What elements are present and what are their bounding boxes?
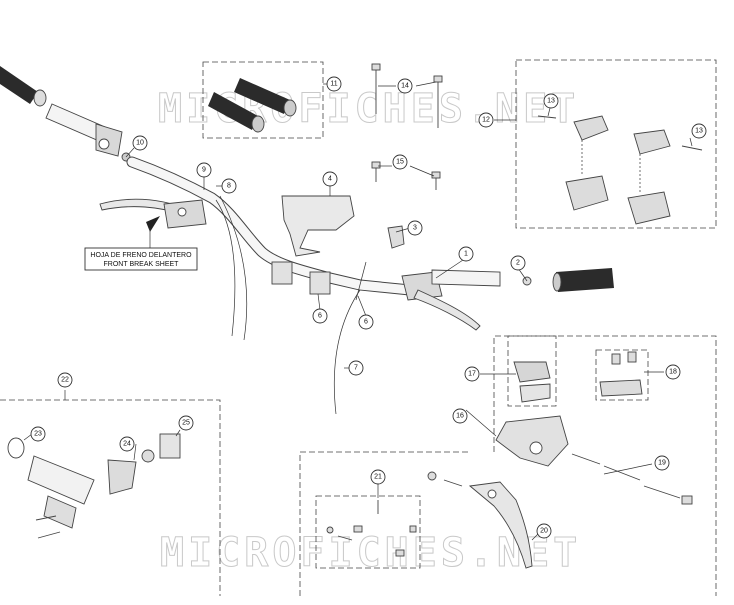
callout-25: 25 bbox=[178, 415, 194, 431]
svg-text:15: 15 bbox=[396, 159, 404, 166]
callout-leaders bbox=[23, 81, 693, 541]
svg-text:16: 16 bbox=[456, 413, 464, 420]
callout-2: 2 bbox=[510, 255, 526, 271]
callout-9: 9 bbox=[196, 162, 212, 178]
note-box: HOJA DE FRENO DELANTERO FRONT BREAK SHEE… bbox=[84, 247, 198, 271]
svg-text:13: 13 bbox=[695, 128, 703, 135]
group-box-16-left bbox=[299, 451, 470, 596]
svg-text:9: 9 bbox=[202, 167, 206, 174]
callout-23: 23 bbox=[30, 426, 46, 442]
group-box-17 bbox=[507, 335, 557, 407]
cable-stub bbox=[355, 261, 367, 301]
group-box-11 bbox=[202, 61, 324, 139]
callout-20: 20 bbox=[536, 523, 552, 539]
cable-left-2 bbox=[219, 195, 248, 341]
svg-text:20: 20 bbox=[540, 528, 548, 535]
callout-10: 10 bbox=[132, 135, 148, 151]
callout-3: 3 bbox=[407, 220, 423, 236]
group-box-16-right bbox=[493, 335, 717, 596]
svg-text:13: 13 bbox=[547, 98, 555, 105]
svg-text:2: 2 bbox=[516, 260, 520, 267]
svg-text:6: 6 bbox=[364, 319, 368, 326]
part-4-bracket bbox=[281, 195, 355, 257]
part-19-piston bbox=[571, 453, 693, 505]
note-arrow bbox=[146, 216, 160, 232]
left-grip-assembly bbox=[0, 66, 131, 162]
watermark-bottom: MICROFICHES.NET bbox=[160, 530, 581, 576]
note-line-2: FRONT BREAK SHEET bbox=[104, 261, 180, 268]
svg-text:14: 14 bbox=[401, 83, 409, 90]
part-3-switch bbox=[387, 225, 405, 249]
svg-text:8: 8 bbox=[227, 183, 231, 190]
svg-text:17: 17 bbox=[468, 371, 476, 378]
part-14-bolts bbox=[371, 63, 443, 128]
part-18-caps bbox=[599, 351, 643, 397]
callout-12: 12 bbox=[478, 112, 494, 128]
group-box-18 bbox=[595, 349, 649, 401]
svg-text:4: 4 bbox=[328, 176, 332, 183]
part-16-master-cylinder bbox=[495, 361, 569, 467]
throttle-assembly bbox=[7, 433, 181, 539]
callout-6b: 6 bbox=[358, 314, 374, 330]
left-brake-lever bbox=[99, 198, 207, 229]
note-line-1: HOJA DE FRENO DELANTERO bbox=[90, 252, 192, 259]
svg-text:1: 1 bbox=[464, 251, 468, 258]
callout-15: 15 bbox=[392, 154, 408, 170]
callout-11: 11 bbox=[326, 76, 342, 92]
handlebar bbox=[126, 156, 416, 296]
right-brake-master bbox=[401, 268, 614, 331]
callout-21: 21 bbox=[370, 469, 386, 485]
part-11-grips bbox=[208, 78, 297, 133]
callout-8: 8 bbox=[221, 178, 237, 194]
svg-text:24: 24 bbox=[123, 441, 131, 448]
callout-22: 22 bbox=[57, 372, 73, 388]
cable-center bbox=[333, 289, 361, 415]
svg-text:12: 12 bbox=[482, 117, 490, 124]
callout-13b: 13 bbox=[691, 123, 707, 139]
callout-18: 18 bbox=[665, 364, 681, 380]
part-21-hardware bbox=[326, 471, 463, 557]
part-12-clamps bbox=[537, 115, 703, 225]
svg-text:6: 6 bbox=[318, 313, 322, 320]
svg-text:3: 3 bbox=[413, 225, 417, 232]
callout-6a: 6 bbox=[312, 308, 328, 324]
svg-text:7: 7 bbox=[354, 365, 358, 372]
svg-text:25: 25 bbox=[182, 420, 190, 427]
svg-text:19: 19 bbox=[658, 460, 666, 467]
svg-text:22: 22 bbox=[61, 377, 69, 384]
callout-4: 4 bbox=[322, 171, 338, 187]
callout-16: 16 bbox=[452, 408, 468, 424]
svg-text:11: 11 bbox=[330, 81, 337, 88]
callout-19: 19 bbox=[654, 455, 670, 471]
svg-text:21: 21 bbox=[374, 474, 382, 481]
group-box-12 bbox=[515, 59, 717, 229]
group-box-21 bbox=[315, 495, 421, 569]
svg-text:18: 18 bbox=[669, 369, 677, 376]
cable-left bbox=[215, 199, 236, 337]
callout-17: 17 bbox=[464, 366, 480, 382]
part-20-lever bbox=[468, 481, 533, 569]
callout-13a: 13 bbox=[543, 93, 559, 109]
callout-24: 24 bbox=[119, 436, 135, 452]
callout-14: 14 bbox=[397, 78, 413, 94]
callout-1: 1 bbox=[458, 246, 474, 262]
svg-text:23: 23 bbox=[34, 431, 42, 438]
callout-7: 7 bbox=[348, 360, 364, 376]
group-box-22 bbox=[0, 399, 221, 596]
svg-text:10: 10 bbox=[136, 140, 144, 147]
